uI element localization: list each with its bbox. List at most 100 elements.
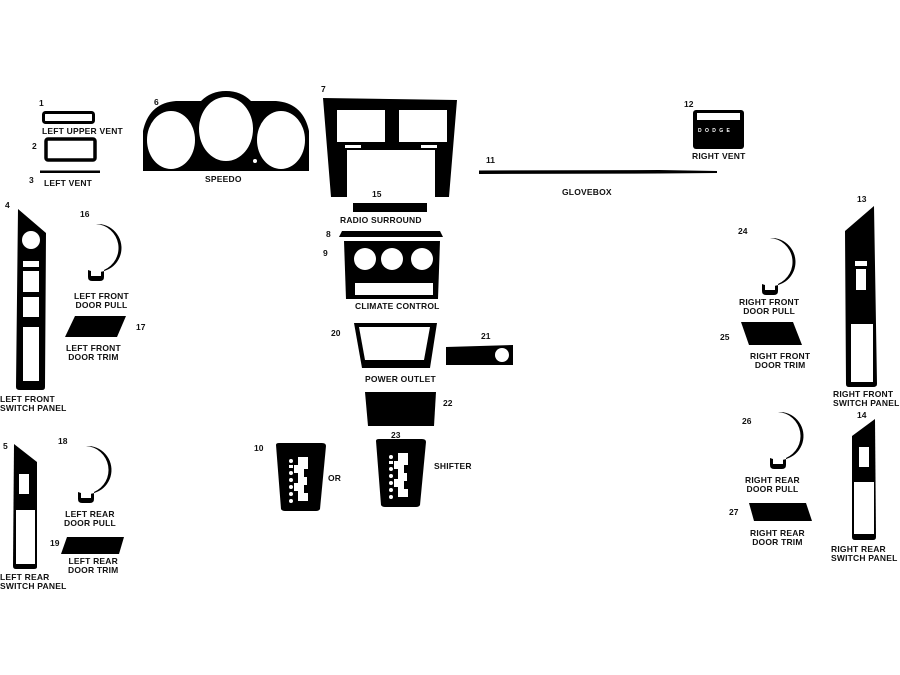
left-rear-door-trim-label: LEFT REAR DOOR TRIM [68, 557, 118, 575]
label-line2: DOOR PULL [75, 300, 128, 310]
part-number-19: 19 [50, 538, 60, 548]
left-upper-vent-shape [42, 111, 95, 124]
label-line2: DOOR TRIM [752, 537, 803, 547]
left-vent-label: LEFT VENT [44, 178, 93, 188]
part-number-10: 10 [254, 443, 264, 453]
right-rear-door-trim-shape [749, 503, 812, 521]
part-number-6: 6 [154, 97, 159, 107]
part-number-5: 5 [3, 441, 8, 451]
console-panel-shape [365, 392, 436, 426]
left-front-door-trim-shape [65, 316, 126, 337]
part-number-4: 4 [5, 200, 10, 210]
part-number-26: 26 [742, 416, 752, 426]
label-line1: RIGHT REAR [750, 528, 805, 538]
label-line2: DOOR PULL [743, 306, 796, 316]
label-line1: RIGHT REAR [745, 475, 800, 485]
label-line1: RIGHT REAR [831, 544, 886, 554]
part-number-12: 12 [684, 99, 694, 109]
label-line2: SWITCH PANEL [833, 398, 900, 408]
left-front-switch-panel-shape [16, 209, 46, 390]
radio-surround-shape [323, 98, 457, 212]
part-number-11: 11 [486, 155, 495, 165]
label-line1: LEFT REAR [65, 509, 115, 519]
part-number-17: 17 [136, 322, 146, 332]
right-front-door-pull-label: RIGHT FRONT DOOR PULL [739, 298, 799, 316]
part-number-23: 23 [391, 430, 401, 440]
left-front-door-pull-shape [69, 223, 122, 281]
glovebox-label: GLOVEBOX [562, 187, 612, 197]
right-front-door-trim-shape [741, 322, 802, 345]
label-line2: SWITCH PANEL [0, 403, 67, 413]
part-number-16: 16 [80, 209, 90, 219]
left-rear-door-pull-shape [59, 445, 112, 503]
label-line2: SWITCH PANEL [0, 581, 67, 591]
label-line2: SWITCH PANEL [831, 553, 898, 563]
left-rear-door-trim-shape [61, 537, 124, 554]
climate-control-label: CLIMATE CONTROL [355, 301, 440, 311]
right-front-switch-panel-label: RIGHT FRONT SWITCH PANEL [833, 390, 899, 408]
shifter-shape [376, 439, 426, 507]
left-front-door-pull-label: LEFT FRONT DOOR PULL [74, 292, 129, 310]
label-line2: DOOR TRIM [754, 360, 806, 370]
part-number-27: 27 [729, 507, 739, 517]
shifter-alt-shape [276, 443, 326, 511]
label-line1: LEFT REAR [0, 572, 50, 582]
right-rear-switch-panel-label: RIGHT REAR SWITCH PANEL [831, 545, 897, 563]
part-number-7: 7 [321, 84, 326, 94]
right-front-door-pull-shape [743, 237, 796, 295]
part-number-25: 25 [720, 332, 730, 342]
climate-control-shape [344, 241, 440, 299]
part-number-3: 3 [29, 175, 34, 185]
radio-surround-label: RADIO SURROUND [340, 215, 422, 225]
climate-top-strip-shape [339, 231, 443, 237]
shifter-label: SHIFTER [434, 461, 472, 471]
power-outlet-label: POWER OUTLET [365, 374, 436, 384]
part-number-1: 1 [39, 98, 44, 108]
part-number-2: 2 [32, 141, 37, 151]
glovebox-strip-shape [479, 170, 717, 174]
outlet-cover-shape [446, 345, 513, 365]
label-line1: LEFT FRONT [66, 343, 121, 353]
right-vent-shape [693, 110, 744, 149]
left-upper-vent-label: LEFT UPPER VENT [42, 126, 123, 136]
or-label: OR [328, 473, 342, 483]
right-rear-door-trim-label: RIGHT REAR DOOR TRIM [750, 529, 805, 547]
left-rear-door-pull-label: LEFT REAR DOOR PULL [64, 510, 116, 528]
left-front-switch-panel-label: LEFT FRONT SWITCH PANEL [0, 395, 66, 413]
left-vent-frame-shape [44, 137, 97, 162]
part-number-9: 9 [323, 248, 328, 258]
label-line1: LEFT FRONT [0, 394, 55, 404]
right-rear-door-pull-shape [751, 411, 804, 469]
right-vent-badge: D O D G E [698, 128, 731, 134]
speedo-label: SPEEDO [205, 174, 242, 184]
part-number-24: 24 [738, 226, 748, 236]
right-rear-switch-panel-shape [852, 419, 876, 540]
part-number-20: 20 [331, 328, 341, 338]
label-line1: RIGHT FRONT [833, 389, 894, 399]
label-line2: DOOR PULL [64, 518, 116, 528]
part-number-13: 13 [857, 194, 867, 204]
label-line2: DOOR PULL [746, 484, 799, 494]
label-line1: LEFT FRONT [74, 291, 129, 301]
left-vent-strip-shape [40, 170, 100, 173]
speedo-bezel-shape [143, 91, 309, 171]
right-rear-door-pull-label: RIGHT REAR DOOR PULL [745, 476, 800, 494]
part-number-22: 22 [443, 398, 453, 408]
part-number-18: 18 [58, 436, 68, 446]
part-number-21: 21 [481, 331, 491, 341]
part-number-8: 8 [326, 229, 331, 239]
label-line1: RIGHT FRONT [739, 297, 800, 307]
right-vent-label: RIGHT VENT [692, 151, 746, 161]
part-number-15: 15 [372, 189, 382, 199]
right-front-switch-panel-shape [845, 206, 877, 387]
left-rear-switch-panel-shape [13, 444, 37, 569]
label-line2: DOOR TRIM [68, 352, 119, 362]
power-outlet-shape [354, 323, 437, 368]
label-line1: LEFT REAR [68, 556, 118, 566]
label-line1: RIGHT FRONT [750, 351, 811, 361]
left-front-door-trim-label: LEFT FRONT DOOR TRIM [66, 344, 121, 362]
right-front-door-trim-label: RIGHT FRONT DOOR TRIM [750, 352, 810, 370]
left-rear-switch-panel-label: LEFT REAR SWITCH PANEL [0, 573, 66, 591]
part-number-14: 14 [857, 410, 867, 420]
label-line2: DOOR TRIM [68, 565, 119, 575]
